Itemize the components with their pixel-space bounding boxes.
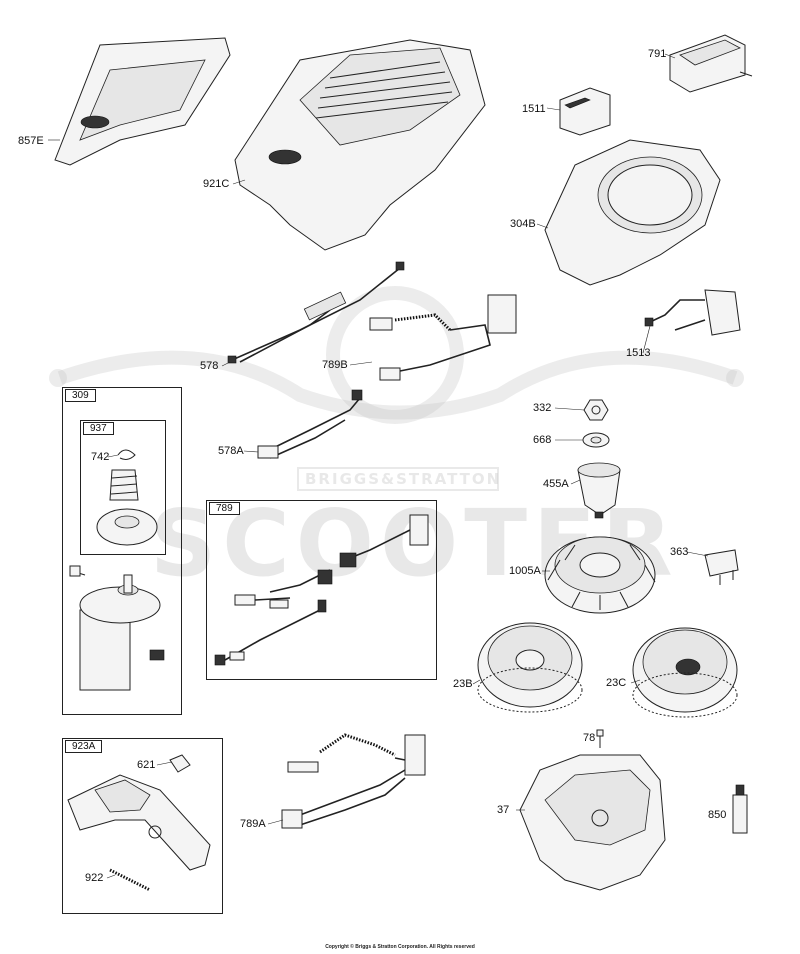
label-23C[interactable]: 23C (606, 677, 627, 689)
copyright-notice: Copyright © Briggs & Stratton Corporatio… (325, 944, 475, 950)
label-742[interactable]: 742 (91, 451, 110, 463)
part-850-drawing[interactable] (732, 784, 748, 834)
part-332-drawing[interactable] (583, 399, 609, 421)
label-668[interactable]: 668 (533, 434, 552, 446)
leader-lines (48, 53, 709, 879)
part-578-drawing[interactable] (227, 261, 405, 364)
part-23C-drawing[interactable] (632, 627, 738, 718)
label-789B[interactable]: 789B (322, 359, 348, 371)
label-578A[interactable]: 578A (218, 445, 244, 457)
label-363[interactable]: 363 (670, 546, 689, 558)
kit-box-789: 789 (206, 500, 437, 680)
label-789A[interactable]: 789A (240, 818, 266, 830)
part-1511-drawing[interactable] (559, 87, 611, 136)
label-578[interactable]: 578 (200, 360, 219, 372)
kit-box-937: 937 (80, 420, 166, 555)
part-23B-drawing[interactable] (477, 622, 583, 713)
label-304B[interactable]: 304B (510, 218, 536, 230)
label-23B[interactable]: 23B (453, 678, 473, 690)
label-621[interactable]: 621 (137, 759, 156, 771)
part-789A-drawing[interactable] (281, 733, 426, 829)
part-923A-box-drawing (67, 754, 211, 892)
label-937[interactable]: 937 (83, 422, 114, 435)
label-857E[interactable]: 857E (18, 135, 44, 147)
part-309-box-drawing (69, 449, 165, 691)
part-857E-drawing[interactable] (54, 37, 231, 166)
part-1005A-drawing[interactable] (544, 536, 656, 614)
label-1513[interactable]: 1513 (626, 347, 651, 359)
label-1005A[interactable]: 1005A (509, 565, 541, 577)
part-578A-drawing[interactable] (257, 389, 363, 459)
part-78-drawing[interactable] (596, 729, 604, 748)
part-363-drawing[interactable] (704, 549, 739, 585)
part-1513-drawing[interactable] (644, 289, 741, 336)
label-1511[interactable]: 1511 (522, 103, 546, 115)
label-921C[interactable]: 921C (203, 178, 230, 190)
part-668-drawing[interactable] (582, 432, 610, 448)
part-789-box-drawing (214, 514, 429, 666)
label-791[interactable]: 791 (648, 48, 667, 60)
part-37-drawing[interactable] (519, 754, 666, 891)
part-789B-drawing[interactable] (369, 294, 517, 381)
label-923A[interactable]: 923A (65, 740, 103, 753)
kit-box-923A: 923A (62, 738, 223, 914)
label-332[interactable]: 332 (533, 402, 552, 414)
label-922[interactable]: 922 (85, 872, 104, 884)
label-455A[interactable]: 455A (543, 478, 569, 490)
part-921C-drawing[interactable] (234, 39, 486, 251)
part-455A-drawing[interactable] (577, 462, 621, 519)
part-304B-drawing[interactable] (544, 139, 721, 286)
label-37[interactable]: 37 (497, 804, 510, 816)
label-850[interactable]: 850 (708, 809, 727, 821)
kit-box-309: 309 (62, 387, 182, 715)
label-309[interactable]: 309 (65, 389, 96, 402)
label-789[interactable]: 789 (209, 502, 240, 515)
part-791-drawing[interactable] (669, 34, 753, 93)
label-78[interactable]: 78 (583, 732, 596, 744)
